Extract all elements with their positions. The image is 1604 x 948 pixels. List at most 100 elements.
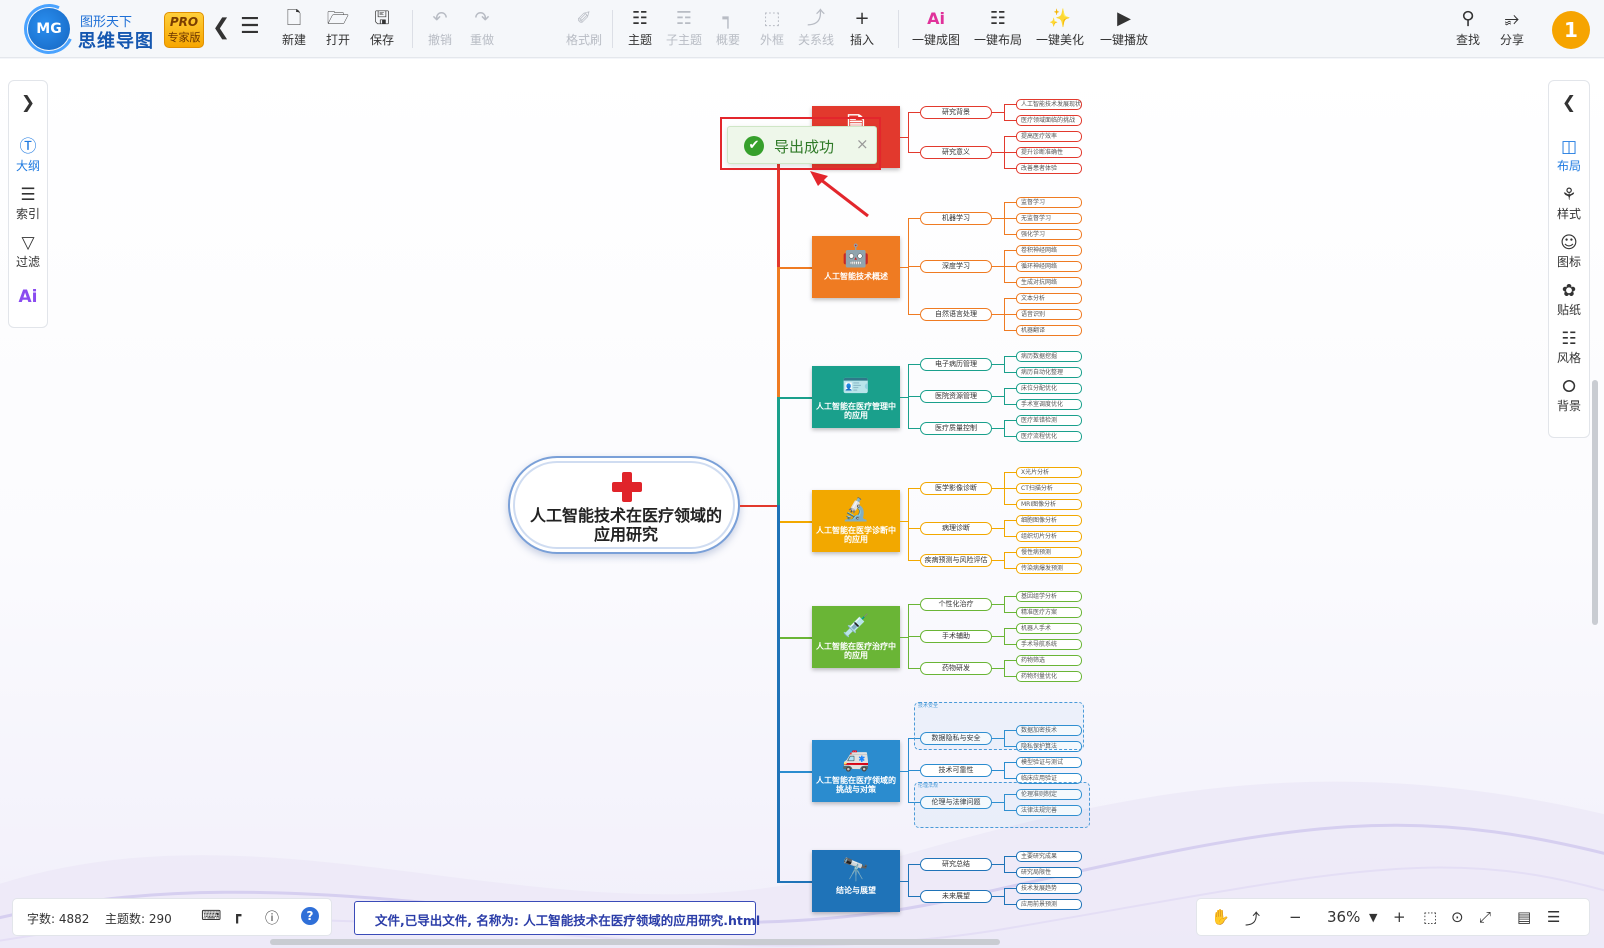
leaf-node[interactable]: 人工智能技术发展现状: [1016, 99, 1082, 110]
leaf-node[interactable]: 基因组学分析: [1016, 591, 1082, 602]
subtopic-node[interactable]: 病理诊断: [920, 522, 992, 535]
leaf-node[interactable]: 慢性病预测: [1016, 547, 1082, 558]
right_panel-item-chevron-left[interactable]: ❮: [1549, 93, 1589, 113]
leaf-node[interactable]: 传染病爆发预测: [1016, 563, 1082, 574]
help-icon[interactable]: ?: [301, 907, 319, 925]
leaf-node[interactable]: 机器人手术: [1016, 623, 1082, 634]
left_panel-item-chevron-right[interactable]: ❯: [9, 93, 47, 113]
toolbar-relation-button[interactable]: ⤴关系线: [798, 9, 834, 48]
topic-node[interactable]: 🪪人工智能在医疗管理中的应用: [812, 366, 900, 428]
toolbar-magic-wand-button[interactable]: ✨一键美化: [1030, 9, 1090, 48]
subtopic-node[interactable]: 数据隐私与安全: [920, 732, 992, 745]
right_panel-item-layout-panel[interactable]: ◫布局: [1549, 137, 1589, 174]
topic-node[interactable]: 🔬人工智能在医学诊断中的应用: [812, 490, 900, 552]
toolbar-folder-open-button[interactable]: 🗁打开: [320, 9, 356, 48]
subtopic-node[interactable]: 个性化治疗: [920, 598, 992, 611]
subtopic-node[interactable]: 医疗质量控制: [920, 422, 992, 435]
toolbar-play-button[interactable]: ▶一键播放: [1094, 9, 1154, 48]
hand-pan-icon[interactable]: ✋: [1211, 908, 1230, 926]
subtopic-node[interactable]: 电子病历管理: [920, 358, 992, 371]
leaf-node[interactable]: 法律法规完善: [1016, 805, 1082, 816]
right_panel-item-palette[interactable]: ⚘样式: [1549, 185, 1589, 222]
layers-icon[interactable]: ☰: [1547, 908, 1561, 926]
subtopic-node[interactable]: 自然语言处理: [920, 308, 992, 321]
subtopic-node[interactable]: 深度学习: [920, 260, 992, 273]
leaf-node[interactable]: 模型验证与测试: [1016, 757, 1082, 768]
fit-screen-icon[interactable]: ⬚: [1423, 908, 1438, 926]
toolbar-layout-button[interactable]: ☷一键布局: [968, 9, 1028, 48]
leaf-node[interactable]: 提高医疗效率: [1016, 131, 1082, 142]
leaf-node[interactable]: 病历数据挖掘: [1016, 351, 1082, 362]
leaf-node[interactable]: 药物筛选: [1016, 655, 1082, 666]
topic-node[interactable]: 🤖人工智能技术概述: [812, 236, 900, 298]
leaf-node[interactable]: 医疗领域面临的挑战: [1016, 115, 1082, 126]
root-topic[interactable]: 人工智能技术在医疗领域的应用研究: [508, 456, 740, 554]
leaf-node[interactable]: 语音识别: [1016, 309, 1082, 320]
subtopic-node[interactable]: 研究背景: [920, 106, 992, 119]
topic-node[interactable]: 💉人工智能在医疗治疗中的应用: [812, 606, 900, 668]
topic-node[interactable]: 🚑人工智能在医疗领域的挑战与对策: [812, 740, 900, 802]
subtopic-node[interactable]: 手术辅助: [920, 630, 992, 643]
right_panel-item-sticker[interactable]: ✿贴纸: [1549, 281, 1589, 318]
toolbar-file-new-button[interactable]: 🗋新建: [276, 9, 312, 48]
leaf-node[interactable]: 手术室调度优化: [1016, 399, 1082, 410]
left_panel-item-index-list[interactable]: ☰索引: [9, 185, 47, 222]
menu-icon[interactable]: ☰: [240, 14, 260, 39]
leaf-node[interactable]: 手术导航系统: [1016, 639, 1082, 650]
leaf-node[interactable]: 主要研究成果: [1016, 851, 1082, 862]
leaf-node[interactable]: 文本分析: [1016, 293, 1082, 304]
leaf-node[interactable]: 技术发展趋势: [1016, 883, 1082, 894]
leaf-node[interactable]: 临床应用验证: [1016, 773, 1082, 784]
toolbar-search-button[interactable]: ⚲查找: [1450, 9, 1486, 48]
toolbar-format-brush-button[interactable]: ✐格式刷: [566, 9, 602, 48]
zoom-in-icon[interactable]: +: [1393, 908, 1406, 926]
subtopic-node[interactable]: 机器学习: [920, 212, 992, 225]
leaf-node[interactable]: 改善患者体验: [1016, 163, 1082, 174]
leaf-node[interactable]: 应用前景预测: [1016, 899, 1082, 910]
leaf-node[interactable]: 机器翻译: [1016, 325, 1082, 336]
leaf-node[interactable]: MRI图像分析: [1016, 499, 1082, 510]
zoom-out-icon[interactable]: −: [1289, 908, 1302, 926]
leaf-node[interactable]: 研究局限性: [1016, 867, 1082, 878]
leaf-node[interactable]: 卷积神经网络: [1016, 245, 1082, 256]
left_panel-item-ai[interactable]: Ai: [9, 287, 47, 307]
leaf-node[interactable]: 伦理准则制定: [1016, 789, 1082, 800]
keyboard-icon[interactable]: ⌨: [201, 908, 222, 924]
toolbar-topic-button[interactable]: ☷主题: [622, 9, 658, 48]
toolbar-subtopic-button[interactable]: ☶子主题: [666, 9, 702, 48]
right_panel-item-layers[interactable]: ⭘背景: [1549, 377, 1589, 414]
subtopic-node[interactable]: 未来展望: [920, 890, 992, 903]
vertical-scrollbar[interactable]: [1592, 380, 1598, 625]
subtopic-node[interactable]: 医学影像诊断: [920, 482, 992, 495]
leaf-node[interactable]: X光片分析: [1016, 467, 1082, 478]
chevron-left-icon[interactable]: ❮: [212, 15, 231, 40]
close-icon[interactable]: ×: [856, 135, 869, 153]
subtopic-node[interactable]: 研究意义: [920, 146, 992, 159]
zoom-level[interactable]: 36%: [1327, 908, 1361, 926]
toolbar-boundary-button[interactable]: ⬚外框: [754, 9, 790, 48]
user-avatar[interactable]: 1: [1552, 11, 1590, 49]
map-icon[interactable]: ▤: [1517, 908, 1532, 926]
leaf-node[interactable]: CT扫描分析: [1016, 483, 1082, 494]
subtopic-node[interactable]: 药物研发: [920, 662, 992, 675]
leaf-node[interactable]: 循环神经网络: [1016, 261, 1082, 272]
leaf-node[interactable]: 细胞图像分析: [1016, 515, 1082, 526]
leaf-node[interactable]: 数据加密技术: [1016, 725, 1082, 736]
right_panel-item-smiley[interactable]: ☺图标: [1549, 233, 1589, 270]
subtopic-node[interactable]: 疾病预测与风险评估: [920, 554, 992, 567]
toolbar-share-button[interactable]: ⭈分享: [1494, 9, 1530, 48]
subtopic-node[interactable]: 医院资源管理: [920, 390, 992, 403]
leaf-node[interactable]: 病历自动化整理: [1016, 367, 1082, 378]
toolbar-save-button[interactable]: 🖫保存: [364, 9, 400, 48]
leaf-node[interactable]: 药物剂量优化: [1016, 671, 1082, 682]
layout-toggle-icon[interactable]: ┏: [233, 908, 242, 924]
horizontal-scrollbar[interactable]: [270, 939, 1000, 945]
info-icon[interactable]: ⓘ: [265, 911, 279, 927]
connector-icon[interactable]: ⤴: [1245, 910, 1261, 928]
chevron-down-icon[interactable]: ▼: [1369, 911, 1378, 924]
leaf-node[interactable]: 医疗流程优化: [1016, 431, 1082, 442]
right_panel-item-style-grid[interactable]: ☷风格: [1549, 329, 1589, 366]
topic-node[interactable]: 🔭结论与展望: [812, 850, 900, 912]
